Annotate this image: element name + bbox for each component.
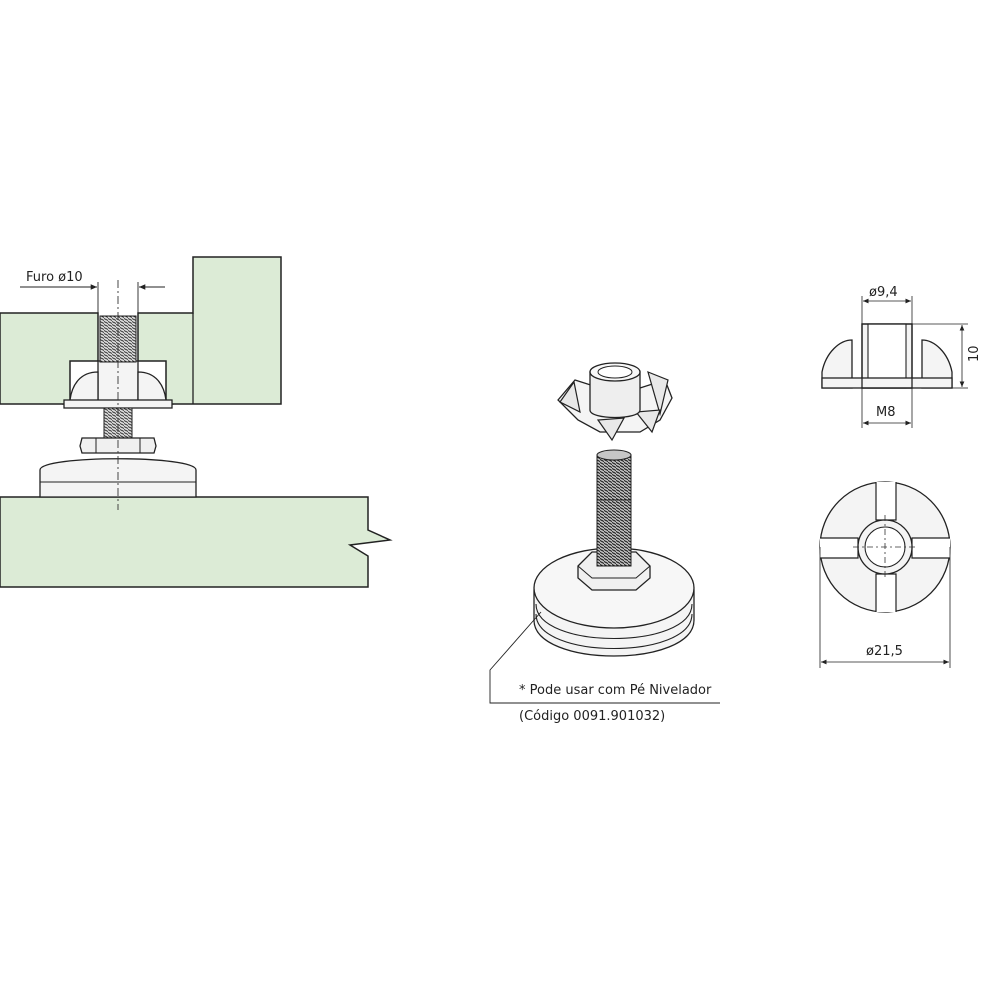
upper-panel-right — [137, 256, 282, 405]
note-line-2: (Código 0091.901032) — [519, 709, 665, 724]
lower-panel — [0, 496, 393, 588]
tnut-top-view: ø21,5 — [819, 481, 951, 668]
thread-size-label: M8 — [876, 405, 896, 420]
tnut-side-view: ø9,4 10 M8 — [821, 285, 982, 428]
section-view: Furo ø10 — [0, 256, 393, 588]
height-label: 10 — [967, 345, 982, 362]
note-leader-line — [489, 611, 720, 704]
outer-diameter-label: ø9,4 — [869, 285, 898, 300]
tnut-3d — [557, 362, 673, 442]
exploded-view: * Pode usar com Pé Nivelador (Código 009… — [489, 362, 720, 724]
leveler-base-3d — [533, 499, 695, 657]
note-line-1: * Pode usar com Pé Nivelador — [519, 683, 712, 698]
flange-diameter-label: ø21,5 — [866, 644, 903, 659]
hole-dimension-label: Furo ø10 — [26, 270, 83, 285]
